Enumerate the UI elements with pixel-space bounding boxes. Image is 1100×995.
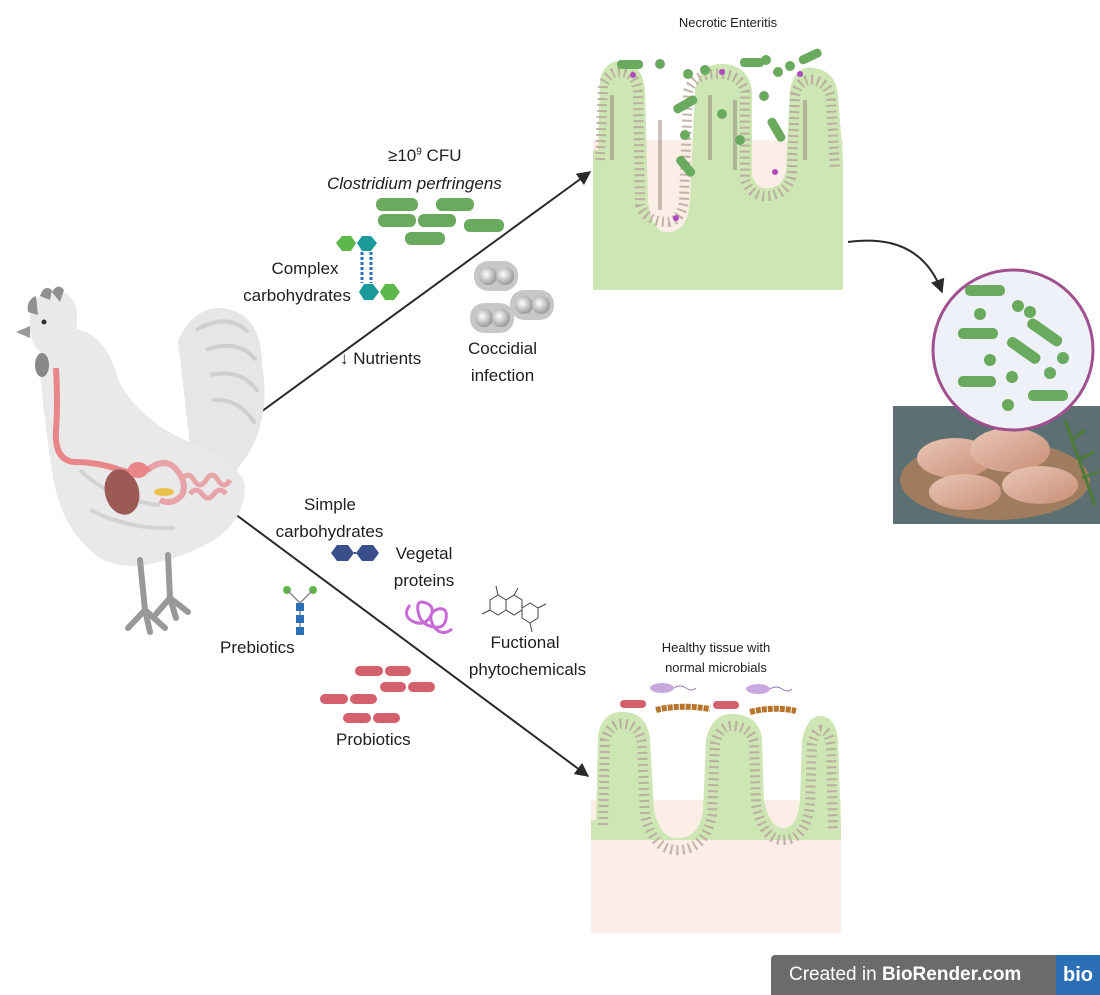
cfu-label: ≥109 CFU — [388, 146, 461, 166]
biorender-logo-icon: bio — [1056, 955, 1100, 995]
chicken-legs-photo — [893, 406, 1100, 524]
prebiotics-label: Prebiotics — [220, 638, 295, 657]
rooster-icon — [16, 286, 265, 635]
healthy-microbes — [620, 683, 797, 715]
probiotic-bacteria — [320, 666, 435, 723]
clostridium-bacteria — [376, 198, 504, 245]
badge-prefix: Created in — [789, 964, 882, 985]
healthy-tissue-line2: normal microbials — [665, 660, 767, 675]
fuctional-line1: Fuctional — [490, 633, 560, 652]
healthy-tissue-panel — [591, 711, 841, 933]
coccidial-line1: Coccidial — [468, 339, 537, 358]
simple-carbs-line2: carbohydrates — [275, 522, 384, 541]
badge-text: Created in BioRender.com — [789, 964, 1021, 986]
necrotic-bacteria — [617, 48, 822, 177]
complex-carbs-line1: Complex — [271, 259, 339, 278]
healthy-tissue-line1: Healthy tissue with — [661, 640, 771, 655]
necrotic-enteritis-title: Necrotic Enteritis — [678, 15, 778, 30]
biorender-badge[interactable]: Created in BioRender.com bio — [771, 955, 1100, 995]
simple-carbs-line1: Simple — [304, 495, 356, 514]
arrow-to-healthy — [199, 487, 590, 777]
clostridium-label: Clostridium perfringens — [327, 174, 502, 193]
nutrients-label: ↓ Nutrients — [340, 349, 422, 368]
cfu-prefix: ≥10 — [388, 146, 417, 165]
probiotics-label: Probiotics — [336, 730, 411, 749]
magnifier-circle-icon — [931, 268, 1095, 432]
coccidial-line2: infection — [470, 366, 535, 385]
phytochemical-structure-icon — [481, 585, 547, 633]
necrotic-tissue-panel — [593, 61, 843, 290]
prebiotic-glycan-icon — [283, 586, 317, 635]
cfu-exponent: 9 — [416, 146, 422, 158]
badge-brand: BioRender.com — [881, 964, 1022, 985]
complex-carbs-line2: carbohydrates — [243, 286, 351, 305]
fuctional-line2: phytochemicals — [468, 660, 587, 679]
coccidia-oocyst-icon — [470, 261, 554, 333]
cfu-suffix: CFU — [421, 146, 462, 165]
simple-carbohydrate-icon — [331, 545, 379, 561]
curved-arrow — [847, 239, 945, 294]
vegetal-line1: Vegetal — [395, 544, 453, 563]
vegetal-line2: proteins — [393, 571, 455, 590]
complex-carbohydrate-icon — [336, 236, 400, 300]
protein-coil-icon — [405, 600, 453, 634]
